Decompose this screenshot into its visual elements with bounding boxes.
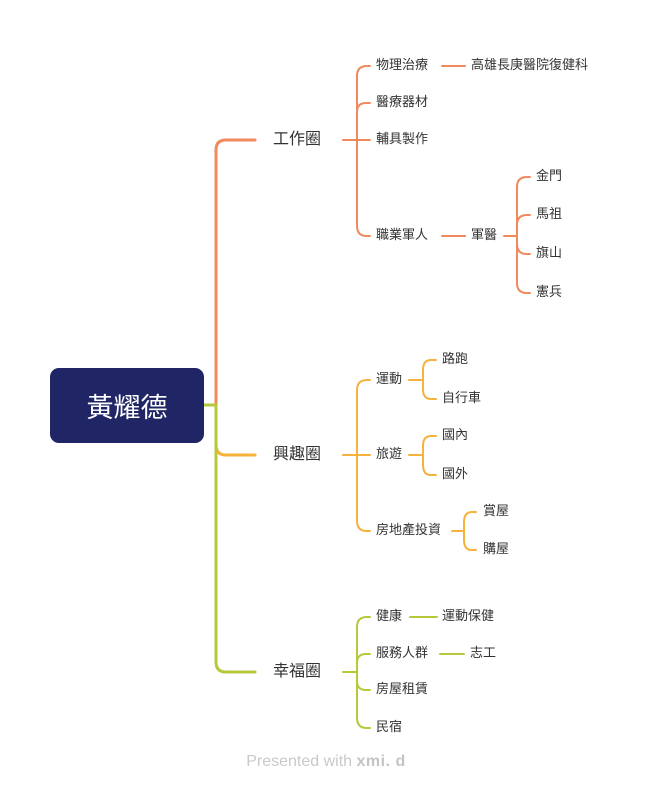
node-place-mp[interactable]: 憲兵 xyxy=(536,285,563,300)
node-medic[interactable]: 軍醫 xyxy=(471,228,498,243)
node-lease[interactable]: 房屋租賃 xyxy=(376,682,429,697)
node-buy[interactable]: 購屋 xyxy=(483,542,510,557)
node-rent[interactable]: 賞屋 xyxy=(483,504,510,519)
root-node[interactable]: 黃耀德 xyxy=(50,368,204,443)
node-hobby[interactable]: 興趣圈 xyxy=(273,444,322,463)
node-travel[interactable]: 旅遊 xyxy=(376,447,403,462)
node-place-matsu[interactable]: 馬祖 xyxy=(536,207,563,222)
node-sport[interactable]: 運動 xyxy=(376,372,403,387)
footer-credit: Presented with xmi. d xyxy=(0,753,652,771)
footer-brand[interactable]: xmi. d xyxy=(356,753,406,770)
node-place-kinmen[interactable]: 金門 xyxy=(536,169,563,184)
node-abroad[interactable]: 國外 xyxy=(442,467,469,482)
connector-root-hobby xyxy=(202,403,257,457)
root-label: 黃耀德 xyxy=(86,393,168,424)
node-aids[interactable]: 輔具製作 xyxy=(376,132,429,147)
node-service[interactable]: 服務人群 xyxy=(376,646,429,661)
connector-root-work xyxy=(202,138,257,407)
node-realestate[interactable]: 房地產投資 xyxy=(376,523,442,538)
node-physio[interactable]: 物理治療 xyxy=(376,58,429,73)
node-cycling[interactable]: 自行車 xyxy=(442,391,482,406)
node-bnb[interactable]: 民宿 xyxy=(376,720,403,735)
node-domestic[interactable]: 國內 xyxy=(442,428,469,443)
node-equipment[interactable]: 醫療器材 xyxy=(376,95,429,110)
footer-prefix: Presented with xyxy=(246,753,357,770)
node-place-qishan[interactable]: 旗山 xyxy=(536,246,563,261)
node-work[interactable]: 工作圈 xyxy=(273,129,322,148)
connector-root-happy xyxy=(202,403,257,674)
node-running[interactable]: 路跑 xyxy=(442,352,469,367)
node-happy[interactable]: 幸福圈 xyxy=(273,661,322,680)
node-exercise[interactable]: 運動保健 xyxy=(442,609,495,624)
node-volunteer[interactable]: 志工 xyxy=(470,646,497,661)
node-military[interactable]: 職業軍人 xyxy=(376,228,429,243)
node-hospital[interactable]: 高雄長庚醫院復健科 xyxy=(471,58,589,73)
node-health[interactable]: 健康 xyxy=(376,609,403,624)
